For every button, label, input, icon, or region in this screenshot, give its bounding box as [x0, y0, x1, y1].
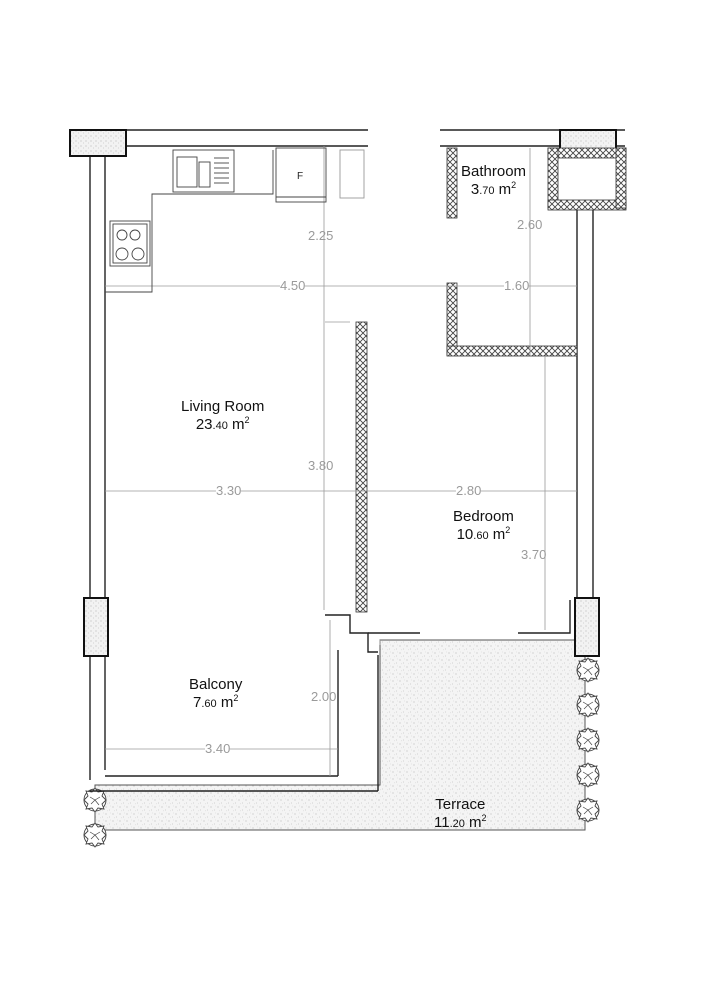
area-integer: 10	[456, 526, 474, 543]
room-area: 11.20 m2	[434, 814, 487, 833]
fridge-label: F	[297, 171, 304, 182]
dimension-living-depth: 3.80	[308, 458, 334, 473]
area-exponent: 2	[505, 525, 511, 535]
room-area: 23.40 m2	[181, 416, 264, 435]
room-label-terrace: Terrace 11.20 m2	[434, 796, 487, 833]
dimension-lines	[105, 146, 577, 776]
dimension-bathroom-width: 1.60	[504, 278, 530, 293]
area-decimal: .40	[212, 420, 228, 432]
structural-columns	[69, 129, 617, 657]
dimension-kitchen-depth: 2.25	[308, 228, 334, 243]
area-integer: 3	[470, 181, 480, 198]
dimension-bedroom-width: 2.80	[456, 483, 482, 498]
area-integer: 7	[193, 694, 202, 711]
area-integer: 23	[195, 416, 213, 433]
area-unit: m	[220, 694, 234, 711]
area-decimal: .20	[449, 818, 465, 830]
area-decimal: .70	[479, 185, 495, 197]
room-label-bedroom: Bedroom 10.60 m2	[453, 508, 514, 545]
kitchen	[105, 147, 365, 293]
dimension-living-width: 3.30	[216, 483, 242, 498]
room-area: 3.70 m2	[461, 181, 526, 200]
room-area: 10.60 m2	[453, 526, 514, 545]
area-unit: m	[469, 814, 482, 831]
dimension-bedroom-depth: 3.70	[521, 547, 547, 562]
dimension-bathroom-length: 2.60	[517, 217, 543, 232]
room-name: Bathroom	[461, 163, 527, 180]
area-exponent: 2	[511, 180, 517, 190]
area-unit: m	[498, 181, 512, 198]
area-decimal: .60	[473, 530, 489, 542]
hatched-walls	[355, 147, 627, 613]
dimension-living-width-top: 4.50	[280, 278, 306, 293]
area-decimal: .60	[201, 698, 217, 710]
area-integer: 11	[434, 814, 450, 831]
dimension-balcony-depth: 2.00	[311, 689, 337, 704]
room-label-balcony: Balcony 7.60 m2	[189, 676, 242, 713]
room-label-bathroom: Bathroom 3.70 m2	[461, 163, 526, 200]
room-name: Living Room	[181, 398, 265, 415]
room-area: 7.60 m2	[189, 694, 242, 713]
terrace-area	[94, 639, 586, 831]
exterior-walls	[89, 129, 625, 792]
area-exponent: 2	[233, 693, 239, 703]
area-exponent: 2	[481, 813, 487, 823]
area-unit: m	[232, 416, 245, 433]
room-name: Balcony	[189, 676, 243, 693]
room-name: Terrace	[435, 796, 486, 813]
area-exponent: 2	[244, 415, 250, 425]
dimension-balcony-width: 3.40	[205, 741, 231, 756]
room-name: Bedroom	[453, 508, 514, 525]
room-label-living-room: Living Room 23.40 m2	[181, 398, 264, 435]
area-unit: m	[492, 526, 506, 543]
